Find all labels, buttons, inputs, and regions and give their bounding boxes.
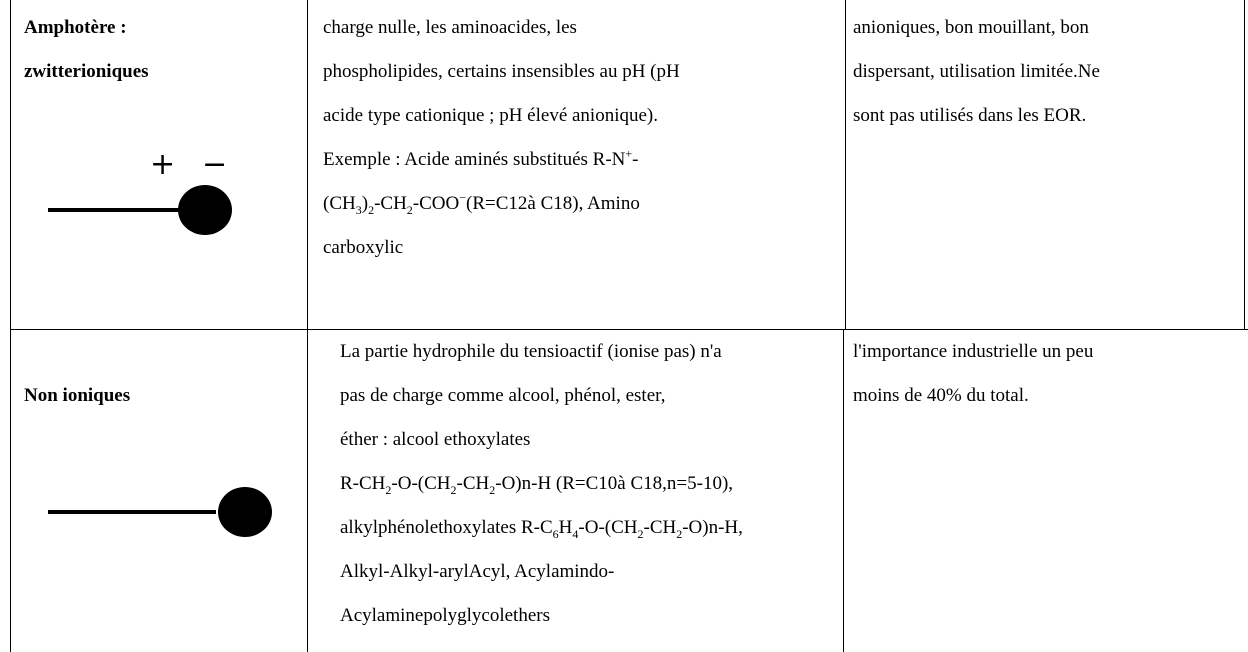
description-line: acide type cationique ; pH élevé anioniq… [323, 105, 659, 126]
description-line: carboxylic [323, 237, 404, 258]
description-line: Acylaminepolyglycolethers [340, 605, 550, 626]
description-line: Alkyl-Alkyl-arylAcyl, Acylamindo- [340, 561, 615, 582]
description-line: phospholipides, certains insensibles au … [323, 61, 680, 82]
remarks-line: dispersant, utilisation limitée.Ne [853, 61, 1100, 82]
remarks-line: l'importance industrielle un peu [853, 341, 1094, 362]
description-line: Exemple : Acide aminés substitués R-N+- [323, 146, 639, 170]
column-divider-1 [307, 0, 308, 652]
category-subtitle: zwitterioniques [24, 61, 149, 82]
table-border-left [10, 0, 11, 652]
description-line: (CH3)2-CH2-COO−(R=C12à C18), Amino [323, 190, 640, 217]
remarks-line: sont pas utilisés dans les EOR. [853, 105, 1087, 126]
description-line: R-CH2-O-(CH2-CH2-O)n-H (R=C10à C18,n=5-1… [340, 473, 734, 497]
description-line: pas de charge comme alcool, phénol, este… [340, 385, 666, 406]
table-border-right [1244, 0, 1245, 330]
minus-sign: − [202, 147, 228, 182]
hydrophilic-head [178, 185, 232, 235]
zwitterionic-surfactant-icon [48, 185, 232, 235]
column-divider-2 [845, 0, 846, 330]
description-line: éther : alcool ethoxylates [340, 429, 531, 450]
remarks-line: moins de 40% du total. [853, 385, 1029, 406]
row-divider [10, 329, 1248, 330]
category-title: Non ioniques [24, 385, 131, 406]
plus-sign: + [150, 147, 176, 182]
category-title: Amphotère : [24, 17, 127, 38]
nonionic-surfactant-icon [48, 487, 272, 537]
column-divider-2-lower [843, 330, 844, 652]
description-line: charge nulle, les aminoacides, les [323, 17, 577, 38]
description-line: alkylphénolethoxylates R-C6H4-O-(CH2-CH2… [340, 517, 743, 541]
remarks-line: anioniques, bon mouillant, bon [853, 17, 1089, 38]
description-line: La partie hydrophile du tensioactif (ion… [340, 341, 722, 362]
hydrophilic-head [218, 487, 272, 537]
